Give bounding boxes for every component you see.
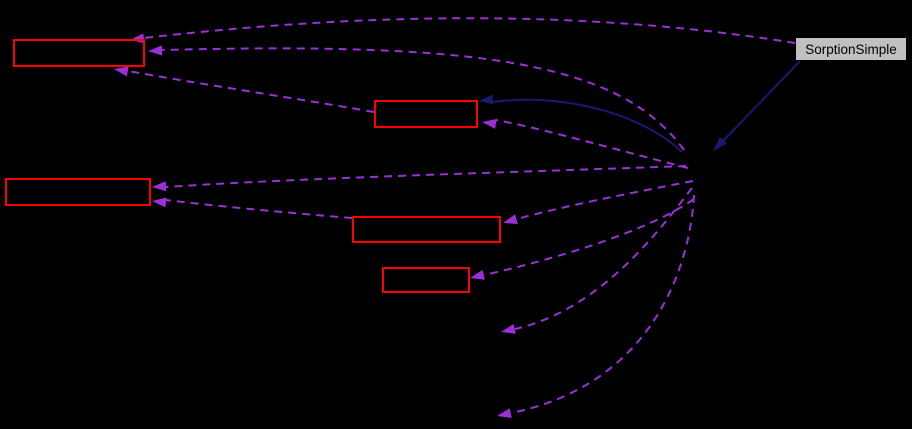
edge-node4-to-node3 (165, 199, 353, 219)
edge-main-to-node1 (143, 17, 796, 44)
arrowhead-icon (152, 181, 167, 192)
edge-node2-to-node1 (127, 70, 375, 113)
arrowhead-icon (470, 269, 485, 280)
arrowhead-icon (148, 45, 163, 56)
node-4[interactable] (352, 216, 501, 243)
edge-hub-to-node3-upper (165, 165, 687, 188)
arrowhead-icon (114, 66, 129, 77)
edge-hub-to-node4 (516, 180, 694, 220)
edge-hub-to-node1 (161, 47, 685, 151)
edge-main-inherits-hub (722, 60, 801, 142)
node-1[interactable] (13, 39, 145, 67)
arrowhead-icon (152, 197, 167, 208)
edge-hub-to-node5 (483, 198, 695, 276)
arrowhead-icon (503, 214, 518, 224)
edge-hub-to-node2 (495, 119, 689, 169)
arrowhead-icon (501, 323, 516, 334)
node-5[interactable] (382, 267, 470, 293)
edge-hub-to-unlabeled-a (514, 187, 693, 330)
arrowhead-icon (497, 408, 512, 418)
main-node-sorptionsimple: SorptionSimple (795, 37, 907, 61)
node-3[interactable] (5, 178, 151, 206)
arrowhead-icon (479, 94, 494, 105)
node-2[interactable] (374, 100, 478, 128)
edge-hub-to-unlabeled-b (510, 194, 695, 414)
edge-hub-inherits-node2 (492, 98, 683, 153)
arrowhead-icon (713, 136, 728, 151)
arrowhead-icon (482, 118, 497, 129)
